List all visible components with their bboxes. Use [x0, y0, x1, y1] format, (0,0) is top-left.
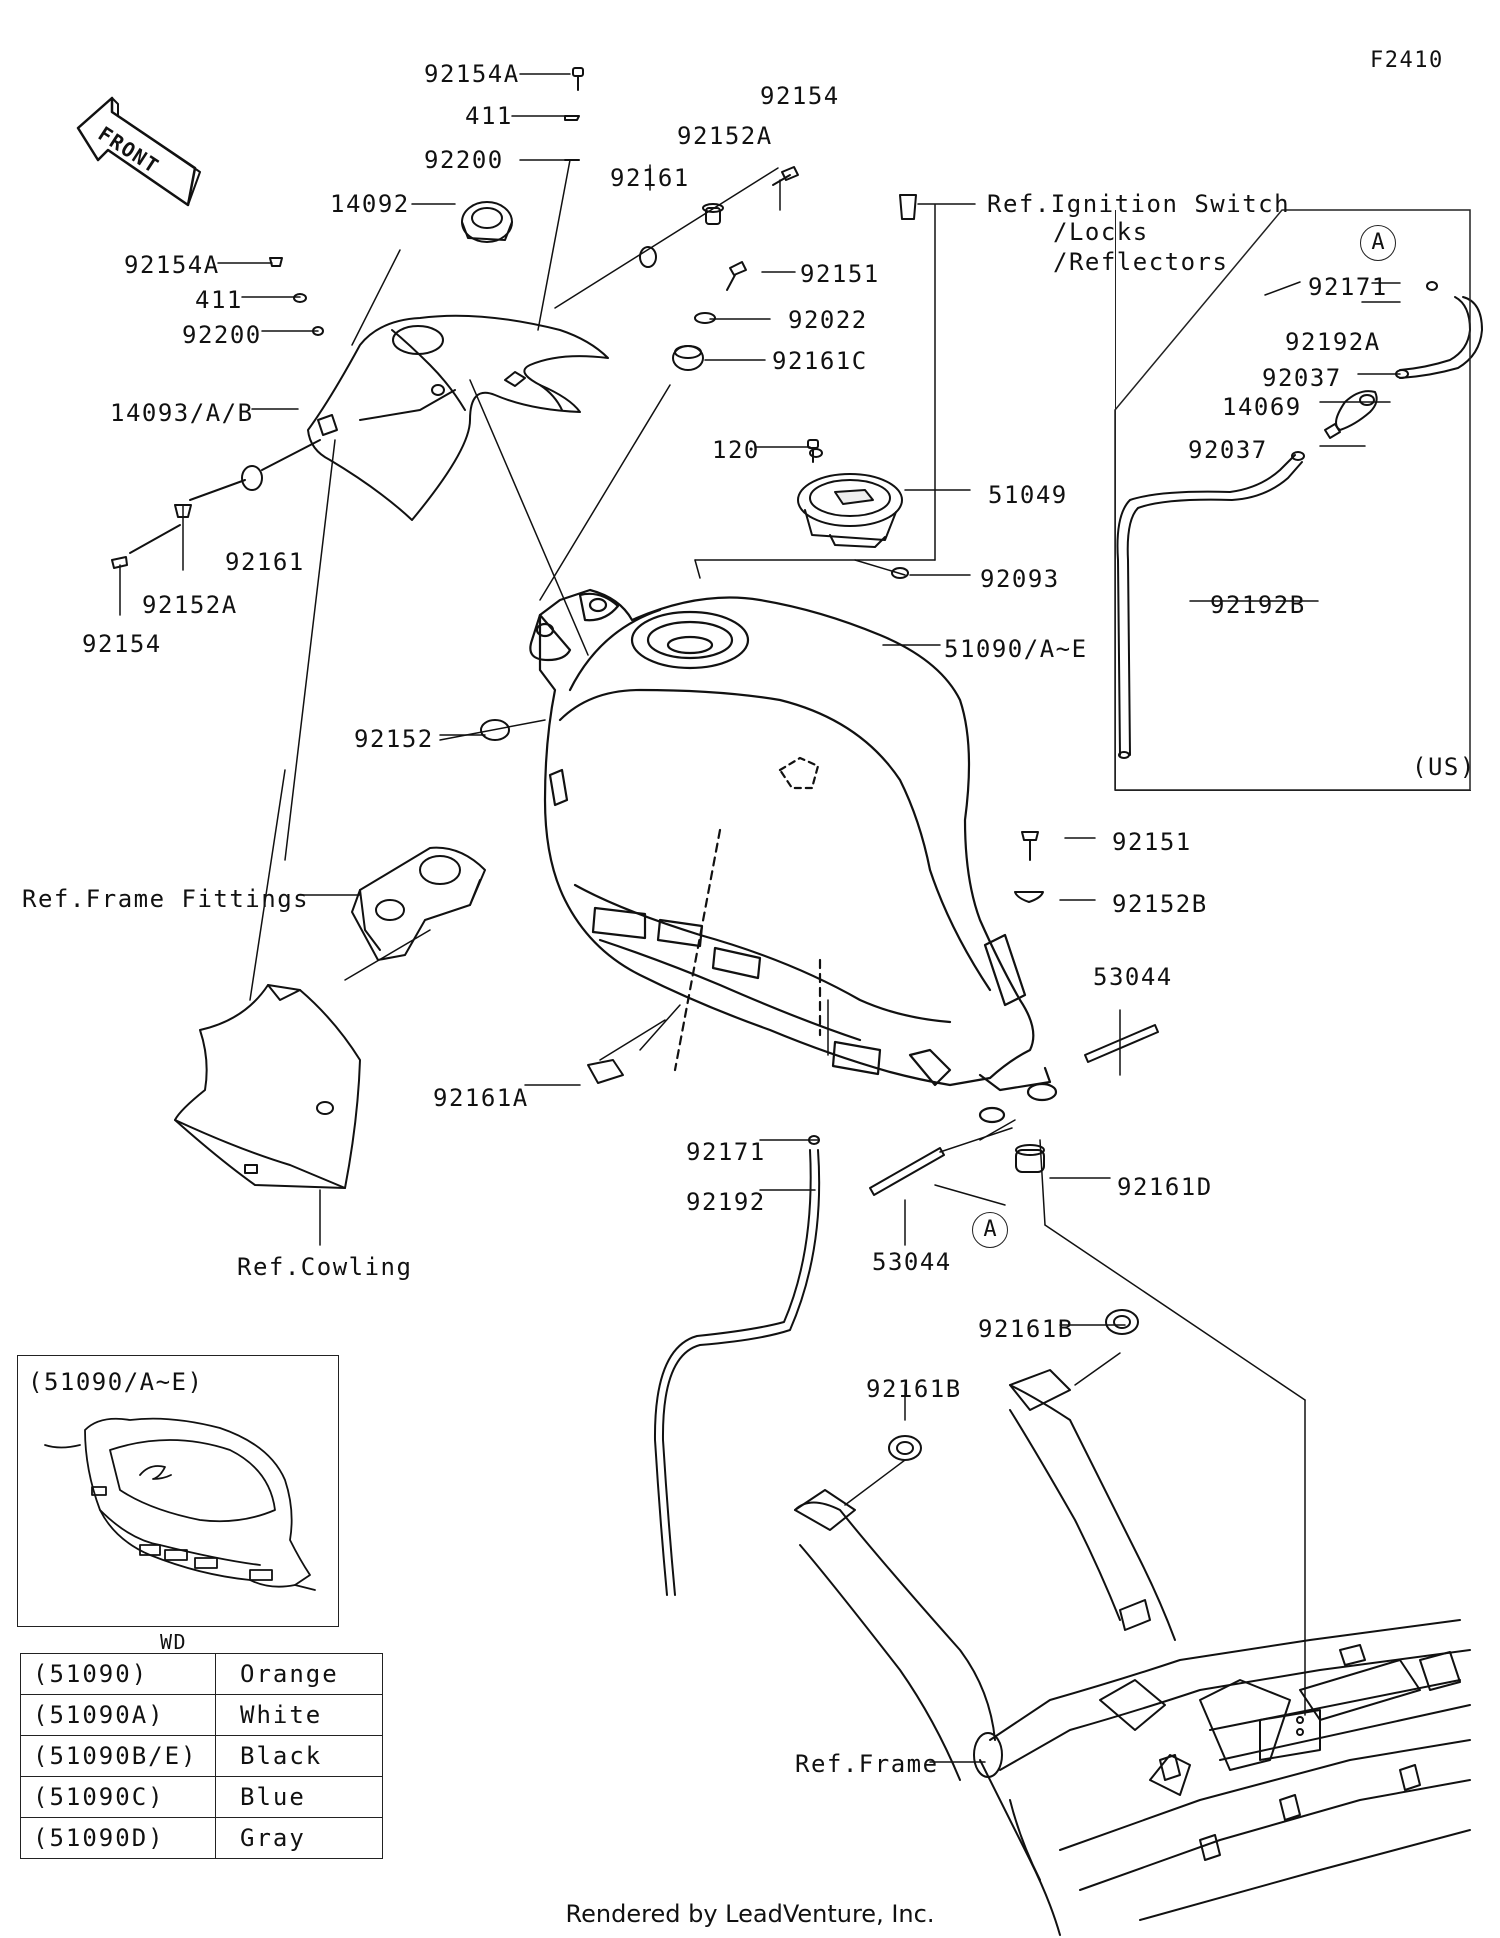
- label-53044-mid: 53044: [872, 1248, 952, 1276]
- label-ref-cowling: Ref.Cowling: [237, 1253, 413, 1281]
- label-ignition-1: Ref.Ignition Switch: [987, 190, 1291, 218]
- label-92154A-top: 92154A: [424, 60, 520, 88]
- label-us-92171: 92171: [1308, 273, 1388, 301]
- label-us-92192B: 92192B: [1210, 591, 1306, 619]
- label-92152A-left: 92152A: [142, 591, 238, 619]
- inset-box: [17, 1355, 339, 1627]
- label-120: 120: [712, 436, 760, 464]
- color-code: (51090): [20, 1653, 216, 1695]
- label-92200-top: 92200: [424, 146, 504, 174]
- callout-A-us: A: [1360, 225, 1396, 261]
- table-row: (51090) Orange: [20, 1653, 383, 1695]
- color-name: Blue: [215, 1776, 383, 1818]
- label-92161A: 92161A: [433, 1084, 529, 1112]
- label-92152B: 92152B: [1112, 890, 1208, 918]
- frame-drawing: [794, 1369, 1471, 1936]
- figure-code: F2410: [1370, 48, 1444, 73]
- connection-lines: [249, 159, 1306, 1716]
- label-us-region: (US): [1412, 753, 1476, 781]
- label-92154A-left: 92154A: [124, 251, 220, 279]
- color-table: (51090) Orange (51090A) White (51090B/E)…: [20, 1653, 383, 1859]
- table-row: (51090A) White: [20, 1694, 383, 1736]
- label-92161B-right: 92161B: [978, 1315, 1074, 1343]
- label-411-left: 411: [195, 286, 243, 314]
- label-14092: 14092: [330, 190, 410, 218]
- label-92161B-left: 92161B: [866, 1375, 962, 1403]
- top-fasteners: [111, 67, 917, 741]
- label-us-92192A: 92192A: [1285, 328, 1381, 356]
- label-92192: 92192: [686, 1188, 766, 1216]
- fuel-cap-51049: [797, 448, 903, 548]
- label-411-top: 411: [465, 102, 513, 130]
- label-53044-right: 53044: [1093, 963, 1173, 991]
- label-92161-left: 92161: [225, 548, 305, 576]
- table-row: (51090C) Blue: [20, 1776, 383, 1818]
- us-variant-box: [1115, 210, 1471, 791]
- label-92022: 92022: [788, 306, 868, 334]
- label-92161-top: 92161: [610, 164, 690, 192]
- label-us-14069: 14069: [1222, 393, 1302, 421]
- label-92200-left: 92200: [182, 321, 262, 349]
- color-code: (51090D): [20, 1817, 216, 1859]
- label-ref-frame: Ref.Frame: [795, 1750, 939, 1778]
- color-code: (51090B/E): [20, 1735, 216, 1777]
- table-row: (51090D) Gray: [20, 1817, 383, 1859]
- color-name: White: [215, 1694, 383, 1736]
- table-row: (51090B/E) Black: [20, 1735, 383, 1777]
- label-51049: 51049: [988, 481, 1068, 509]
- breather-hose-92192: [653, 1135, 821, 1596]
- label-92171-mid: 92171: [686, 1138, 766, 1166]
- fuel-tank-51090: [529, 588, 1058, 1124]
- label-92161D: 92161D: [1117, 1173, 1213, 1201]
- color-name: Black: [215, 1735, 383, 1777]
- color-name: Gray: [215, 1817, 383, 1859]
- label-ignition-3: /Reflectors: [1053, 248, 1229, 276]
- rods-53044: [869, 1024, 1159, 1196]
- label-92151-right: 92151: [1112, 828, 1192, 856]
- label-92161C: 92161C: [772, 347, 868, 375]
- footer-credit: Rendered by LeadVenture, Inc.: [565, 1900, 935, 1928]
- tank-cover-14093: [307, 314, 609, 521]
- color-code: (51090A): [20, 1694, 216, 1736]
- color-code: (51090C): [20, 1776, 216, 1818]
- cowling-panel: [174, 984, 361, 1189]
- label-ref-frame-fittings: Ref.Frame Fittings: [22, 885, 310, 913]
- inset-caption: WD: [160, 1630, 188, 1654]
- front-direction-arrow: [76, 96, 201, 207]
- label-us-92037-b: 92037: [1188, 436, 1268, 464]
- label-92152: 92152: [354, 725, 434, 753]
- inset-title: (51090/A~E): [28, 1368, 204, 1396]
- label-51090: 51090/A~E: [944, 635, 1088, 663]
- fasteners-right: [587, 831, 1139, 1461]
- callout-A-main: A: [972, 1212, 1008, 1248]
- color-name: Orange: [215, 1653, 383, 1695]
- inset-tank-drawing: [44, 1417, 316, 1591]
- label-14093: 14093/A/B: [110, 399, 254, 427]
- label-us-92037-a: 92037: [1262, 364, 1342, 392]
- label-ignition-2: /Locks: [1053, 218, 1149, 246]
- label-92093: 92093: [980, 565, 1060, 593]
- label-92154-top: 92154: [760, 82, 840, 110]
- label-92152A-top: 92152A: [677, 122, 773, 150]
- label-92154-left: 92154: [82, 630, 162, 658]
- frame-fitting-bracket: [351, 846, 486, 961]
- label-92151-top: 92151: [800, 260, 880, 288]
